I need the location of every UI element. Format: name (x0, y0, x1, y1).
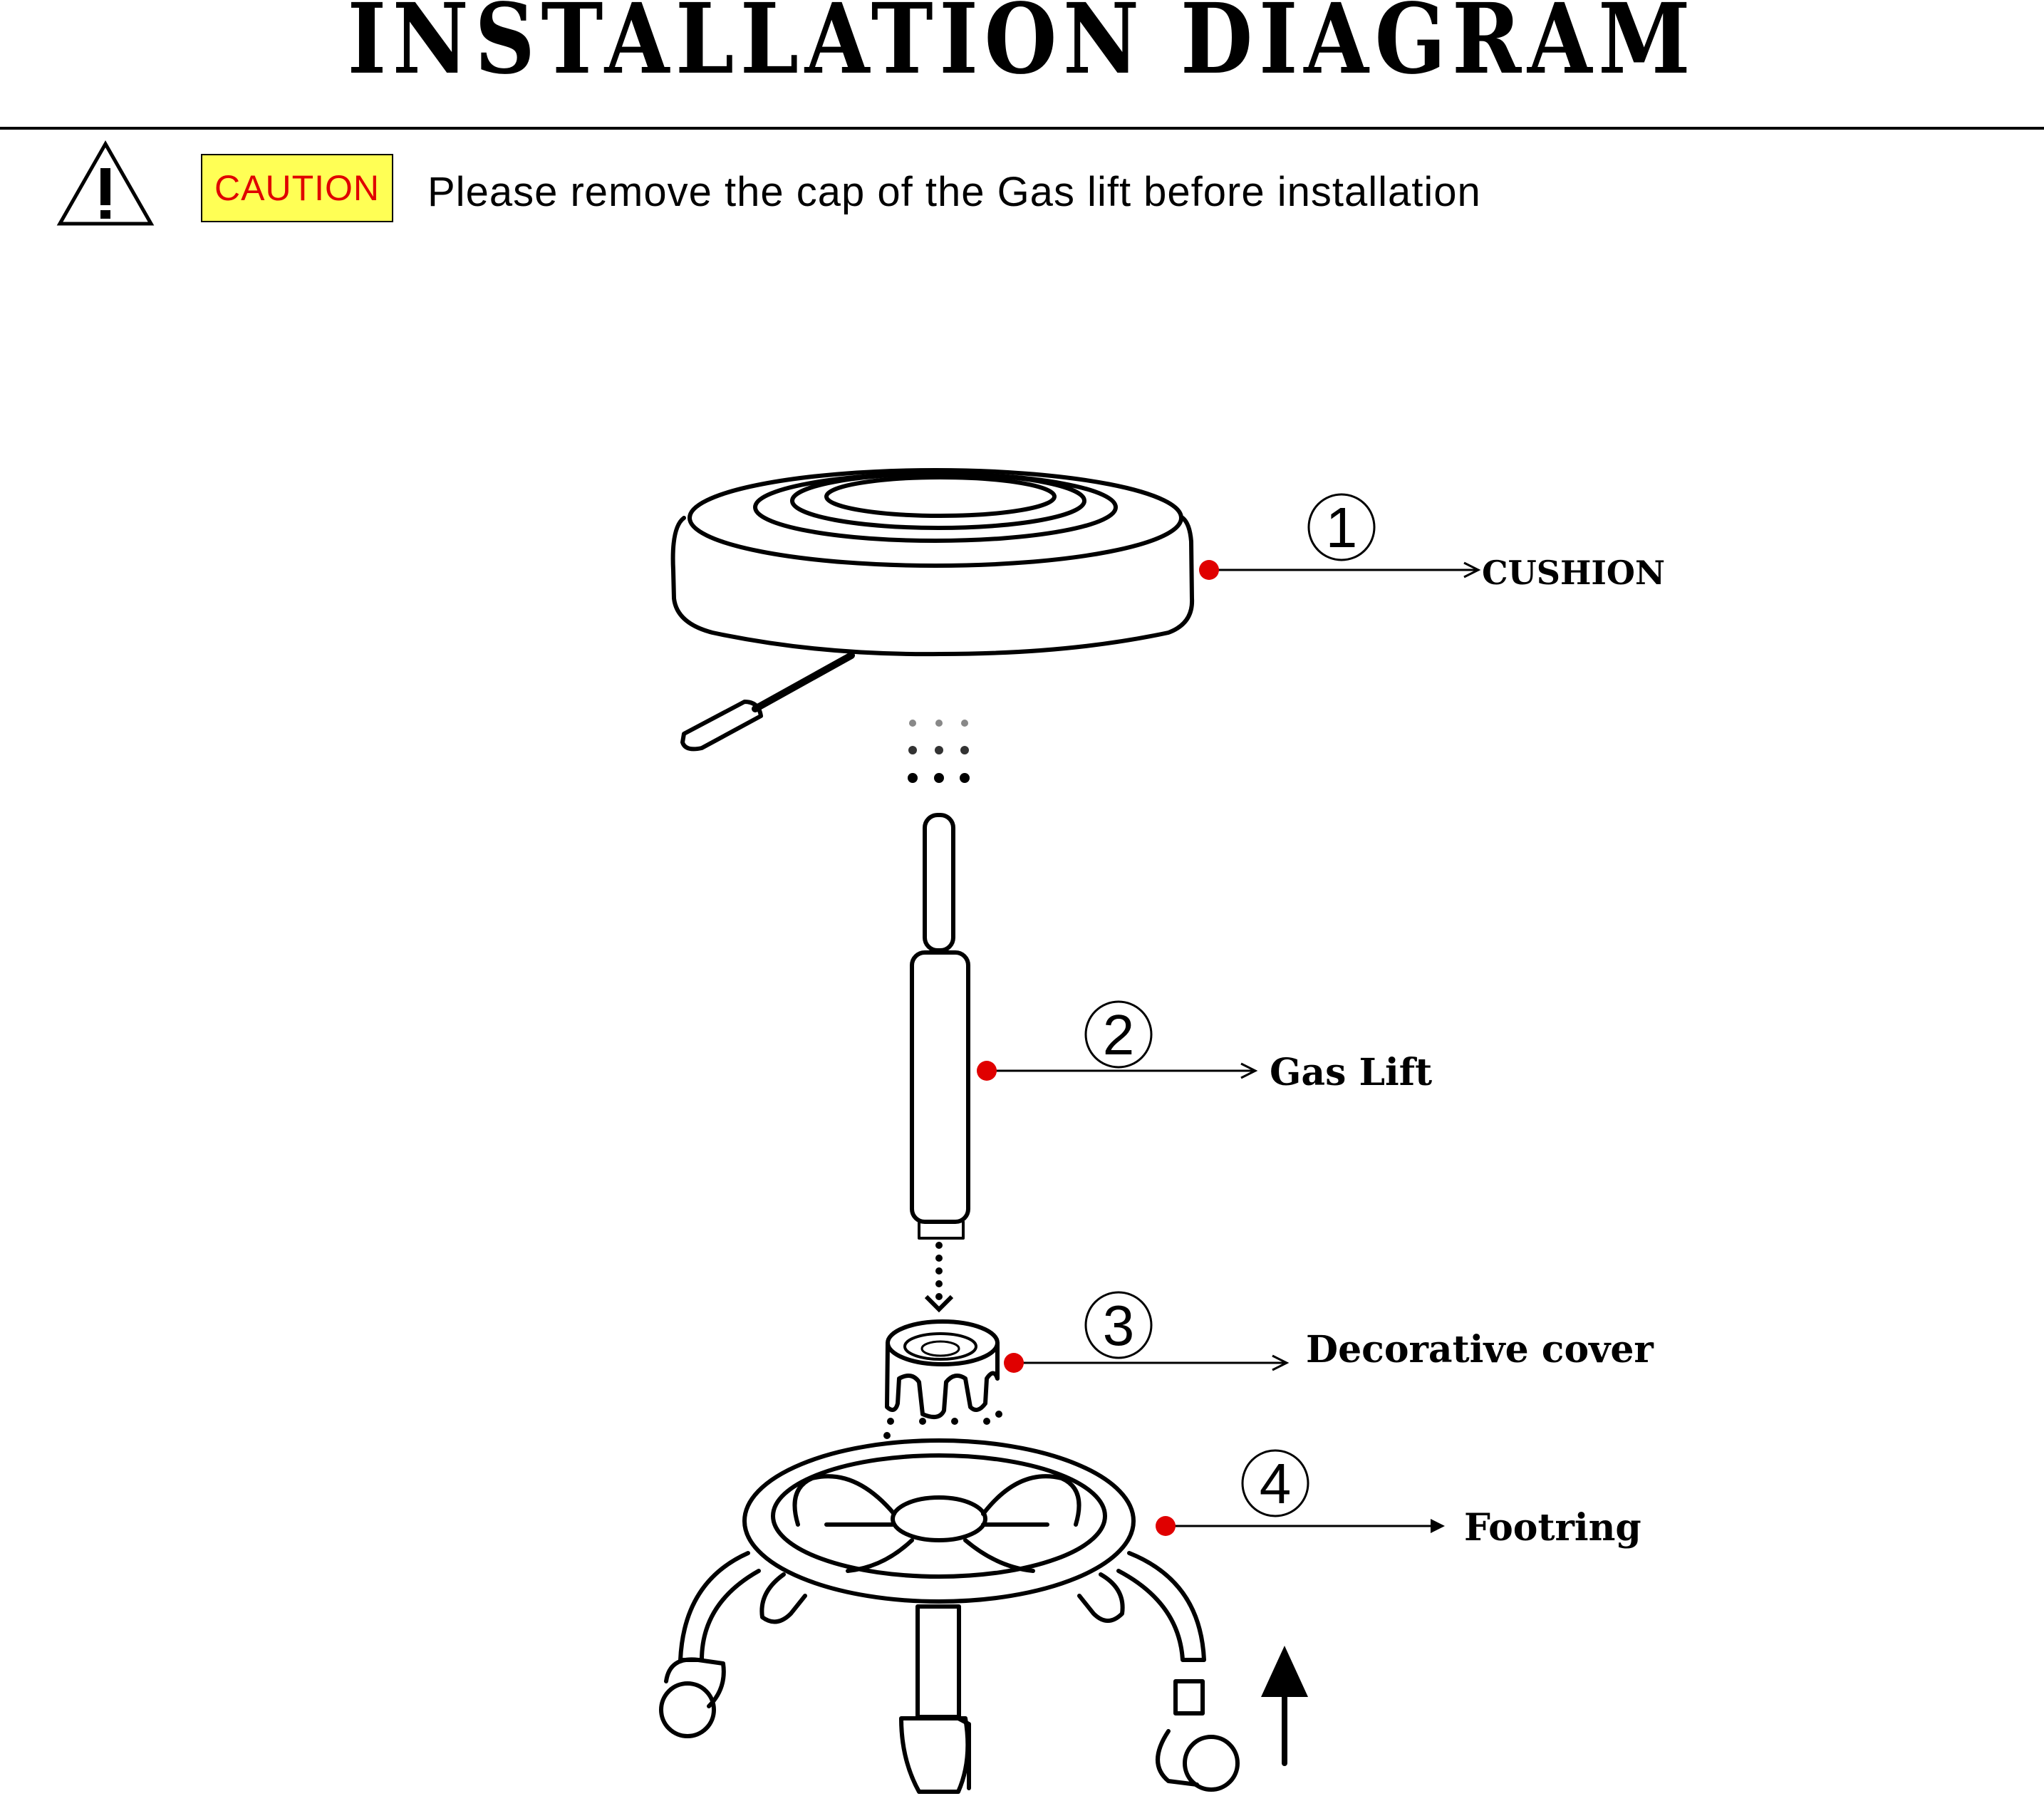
part-4-number: 4 (1260, 1452, 1292, 1515)
decorative-cover-illustration (885, 1319, 1000, 1419)
part-1-label: CUSHION (1482, 554, 1665, 592)
callout-markers (977, 560, 1219, 1536)
part-2-number: 2 (1103, 1003, 1135, 1066)
page-title: INSTALLATION DIAGRAM (347, 0, 1697, 96)
part-3-label: Decorative cover (1306, 1328, 1654, 1371)
gas-lift-illustration (910, 813, 970, 1240)
cushion-marker (1199, 560, 1219, 580)
caution-badge: CAUTION (201, 154, 393, 222)
part-1-number: 1 (1326, 496, 1358, 559)
part-3-number: 3 (1103, 1294, 1135, 1357)
cushion-illustration (670, 468, 1195, 752)
up-arrow-icon (1261, 1646, 1308, 1697)
caution-message: Please remove the cap of the Gas lift be… (427, 169, 1481, 215)
gas-lift-marker (977, 1061, 997, 1081)
part-2-label: Gas Lift (1270, 1051, 1432, 1094)
assembly-dots (883, 720, 1002, 1439)
decorative-cover-marker (1004, 1353, 1024, 1373)
footring-illustration (659, 1438, 1240, 1794)
part-4-label: Footring (1464, 1506, 1641, 1550)
footring-marker (1156, 1516, 1176, 1536)
warning-triangle-icon (56, 140, 155, 226)
title-divider (0, 127, 2044, 130)
